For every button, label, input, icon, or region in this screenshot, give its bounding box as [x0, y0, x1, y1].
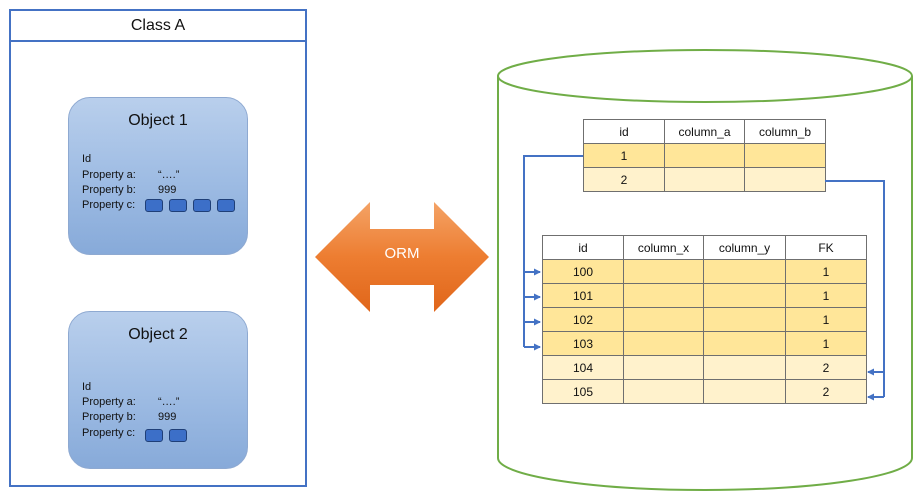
cell-id: 101: [542, 283, 624, 308]
cell-fk: 1: [785, 259, 867, 284]
cell-fk: 2: [785, 379, 867, 404]
cell-id: 104: [542, 355, 624, 380]
cell-column-x: [623, 355, 704, 380]
table-row: 100 1: [542, 259, 867, 284]
cell-column-a: [664, 167, 745, 192]
cell-column-b: [744, 143, 826, 168]
header-column-b: column_b: [744, 119, 826, 144]
object-2-id-label: Id: [82, 381, 92, 393]
object-2-property-a-value: “….”: [158, 396, 180, 408]
cell-column-y: [703, 307, 786, 332]
table-row: 2: [583, 167, 826, 192]
object-1-property-a-value: “….”: [158, 169, 180, 181]
child-table-header-row: id column_x column_y FK: [542, 235, 867, 260]
object-1-title: Object 1: [128, 112, 188, 129]
cell-fk: 1: [785, 283, 867, 308]
object-2-collection-item: [145, 429, 163, 442]
class-title: Class A: [11, 11, 305, 42]
cell-column-x: [623, 283, 704, 308]
cell-column-b: [744, 167, 826, 192]
cell-column-y: [703, 283, 786, 308]
parent-table-header-row: id column_a column_b: [583, 119, 826, 144]
cell-column-y: [703, 259, 786, 284]
object-1-collection-item: [169, 199, 187, 212]
cell-column-x: [623, 379, 704, 404]
parent-table: id column_a column_b 1 2: [583, 119, 826, 192]
table-row: 105 2: [542, 379, 867, 404]
cell-fk: 1: [785, 307, 867, 332]
table-row: 102 1: [542, 307, 867, 332]
object-1-card: Object 1 Id Property a: “….” Property b:…: [68, 97, 248, 255]
orm-double-arrow-icon: [315, 202, 489, 312]
cell-id: 100: [542, 259, 624, 284]
cell-id: 2: [583, 167, 665, 192]
object-1-collection-item: [145, 199, 163, 212]
cell-column-x: [623, 307, 704, 332]
object-2-property-b-label: Property b:: [82, 411, 136, 423]
table-row: 103 1: [542, 331, 867, 356]
cell-column-x: [623, 259, 704, 284]
header-fk: FK: [785, 235, 867, 260]
object-1-property-a-label: Property a:: [82, 169, 136, 181]
cell-fk: 2: [785, 355, 867, 380]
cell-id: 1: [583, 143, 665, 168]
header-column-y: column_y: [703, 235, 786, 260]
object-1-id-label: Id: [82, 153, 92, 165]
object-2-property-c-label: Property c:: [82, 427, 136, 439]
object-2-title: Object 2: [128, 326, 188, 343]
table-row: 101 1: [542, 283, 867, 308]
object-2-collection-item: [169, 429, 187, 442]
cell-id: 102: [542, 307, 624, 332]
cell-column-y: [703, 331, 786, 356]
header-column-a: column_a: [664, 119, 745, 144]
object-2-property-a-label: Property a:: [82, 396, 136, 408]
table-row: 1: [583, 143, 826, 168]
cell-id: 105: [542, 379, 624, 404]
object-2-card: Object 2 Id Property a: “….” Property b:…: [68, 311, 248, 469]
object-2-property-b-value: 999: [158, 411, 177, 423]
header-column-x: column_x: [623, 235, 704, 260]
cell-fk: 1: [785, 331, 867, 356]
cell-column-a: [664, 143, 745, 168]
object-1-collection-item: [217, 199, 235, 212]
cell-column-y: [703, 379, 786, 404]
cell-column-y: [703, 355, 786, 380]
table-row: 104 2: [542, 355, 867, 380]
cell-id: 103: [542, 331, 624, 356]
object-1-collection-item: [193, 199, 211, 212]
cell-column-x: [623, 331, 704, 356]
object-1-property-c-label: Property c:: [82, 199, 136, 211]
object-1-property-b-label: Property b:: [82, 184, 136, 196]
child-table: id column_x column_y FK 100 1 101 1 102 …: [542, 235, 867, 404]
object-1-property-b-value: 999: [158, 184, 177, 196]
header-id: id: [542, 235, 624, 260]
orm-label: ORM: [384, 245, 420, 262]
header-id: id: [583, 119, 665, 144]
